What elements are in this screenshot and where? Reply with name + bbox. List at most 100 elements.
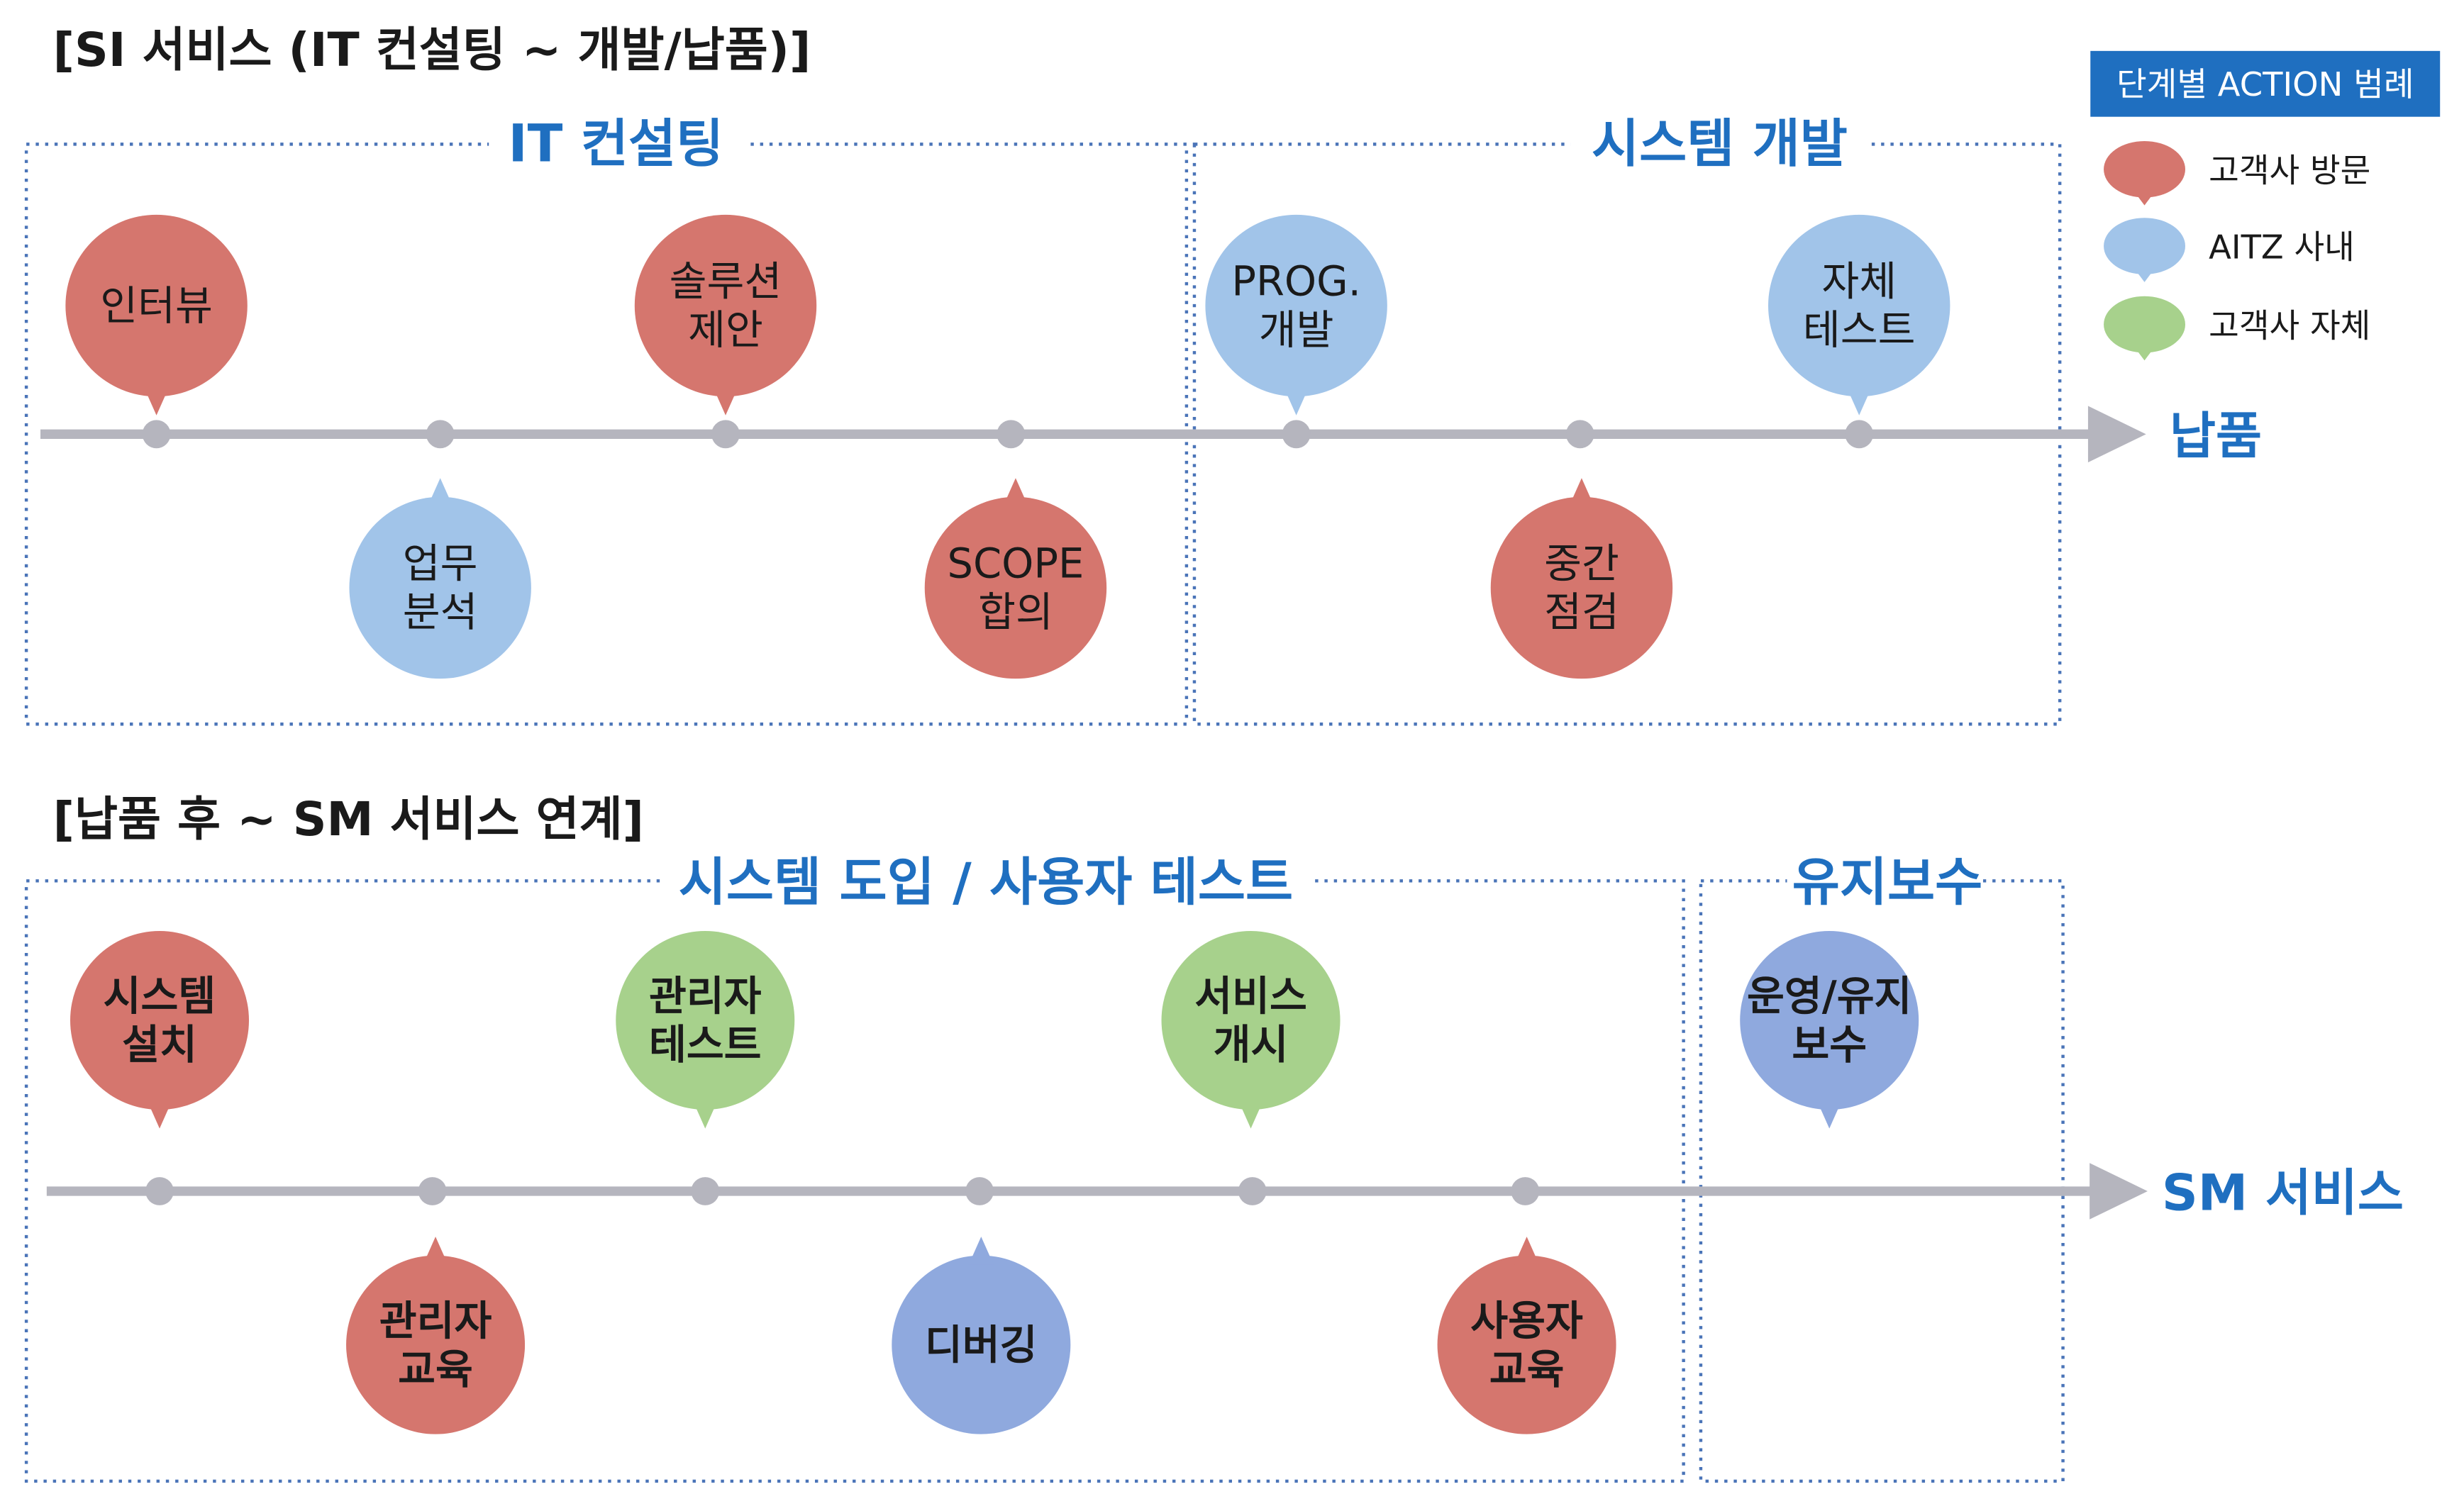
bubble-label: 개시 xyxy=(1214,1021,1289,1069)
legend-label: AITZ 사내 xyxy=(2209,228,2355,267)
bubble-pointer xyxy=(1816,1100,1842,1129)
legend-item: 고객사 자체 xyxy=(2104,296,2370,361)
legend-label: 고객사 자체 xyxy=(2209,306,2370,345)
bubble-label: 제안 xyxy=(688,306,763,354)
bubble-label: 합의 xyxy=(978,589,1053,636)
legend-title: 단계별 ACTION 범례 xyxy=(2116,65,2414,104)
bubble-circle xyxy=(634,214,817,397)
legend-swatch xyxy=(2104,296,2185,353)
timeline-1-dots xyxy=(142,420,1874,449)
timeline-dot xyxy=(142,420,171,449)
timeline-dot xyxy=(691,1177,720,1205)
bubble-label: 교육 xyxy=(1489,1346,1565,1393)
legend-header xyxy=(2090,50,2441,117)
bubble-label: 테스트 xyxy=(1803,306,1916,354)
action-bubble: 인터뷰 xyxy=(65,214,248,416)
phase-box-system-introduction xyxy=(24,879,1685,1483)
bubble-label: 테스트 xyxy=(649,1021,762,1069)
bubble-circle xyxy=(1161,931,1341,1110)
bubble-circle xyxy=(924,496,1107,679)
bubble-pointer xyxy=(1514,1237,1540,1265)
bubble-circle xyxy=(1768,214,1950,397)
timeline-dot xyxy=(1511,1177,1540,1205)
bubble-pointer xyxy=(1003,478,1028,506)
bubble-label: 인터뷰 xyxy=(100,282,213,330)
bubble-label: 시스템 xyxy=(104,973,216,1020)
section2-title: [납품 후 ~ SM 서비스 연계] xyxy=(53,791,644,847)
bubble-label: 서비스 xyxy=(1194,973,1307,1020)
bubble-pointer xyxy=(713,387,738,416)
phase-label-system-development: 시스템 개발 xyxy=(1592,114,1848,174)
bubble-pointer xyxy=(147,1100,172,1129)
timeline-dot xyxy=(1238,1177,1267,1205)
bubble-label: 개발 xyxy=(1259,306,1334,354)
phase-label-bg-1 xyxy=(489,113,748,176)
phase-label-bg-2 xyxy=(1570,113,1869,176)
bubble-pointer xyxy=(692,1100,718,1129)
end-label-sm-service: SM 서비스 xyxy=(2162,1164,2404,1222)
action-bubble: PROG.개발 xyxy=(1205,214,1387,416)
bubble-pointer xyxy=(143,387,170,416)
phase-label-it-consulting: IT 컨설팅 xyxy=(508,114,723,174)
bubble-pointer xyxy=(1283,387,1309,416)
legend-swatch-pointer xyxy=(2135,269,2154,282)
bubble-pointer xyxy=(1569,478,1594,506)
legend-label: 고객사 방문 xyxy=(2209,151,2370,189)
bubble-circle xyxy=(65,214,248,397)
bubble-pointer xyxy=(1846,387,1872,416)
bubble-label: 관리자 xyxy=(649,973,762,1020)
bubble-label: 디버깅 xyxy=(925,1322,1038,1369)
legend-swatch-pointer xyxy=(2135,347,2154,361)
bubble-label: 사용자 xyxy=(1470,1297,1583,1344)
bubble-pointer xyxy=(428,478,453,506)
bubble-label: 솔루션 xyxy=(670,258,782,306)
timeline-dot xyxy=(426,420,455,449)
bubble-label: PROG. xyxy=(1231,258,1361,306)
bubble-label: 업무 xyxy=(403,540,478,588)
bubble-circle xyxy=(1740,931,1919,1110)
legend-swatch xyxy=(2104,140,2185,198)
bubble-label: 관리자 xyxy=(379,1297,492,1344)
action-bubble: 디버깅 xyxy=(892,1237,1071,1434)
phase-label-bg-4 xyxy=(1787,849,1983,913)
bubble-label: 분석 xyxy=(403,589,478,636)
bubble-circle xyxy=(1437,1255,1616,1434)
bubble-label: SCOPE xyxy=(948,540,1084,588)
bubble-circle xyxy=(70,931,249,1110)
bubble-pointer xyxy=(968,1237,994,1265)
bubble-label: 중간 xyxy=(1544,540,1619,588)
bubble-label: 보수 xyxy=(1792,1021,1867,1069)
legend-swatch-pointer xyxy=(2135,192,2154,206)
timeline-2-arrow xyxy=(2090,1163,2148,1220)
section1-title: [SI 서비스 (IT 컨설팅 ~ 개발/납품)] xyxy=(53,22,811,77)
timeline-dot xyxy=(1282,420,1311,449)
end-label-delivery: 납품 xyxy=(2170,406,2262,465)
legend-item: 고객사 방문 xyxy=(2104,140,2370,206)
action-bubble: 운영/유지보수 xyxy=(1740,931,1919,1129)
timeline-dot xyxy=(418,1177,447,1205)
legend-swatch xyxy=(2104,218,2185,274)
timeline-1-arrow xyxy=(2087,406,2146,463)
timeline-2-dots xyxy=(145,1177,1540,1205)
timeline-dot xyxy=(1565,420,1594,449)
phase-label-maintenance: 유지보수 xyxy=(1792,852,1982,913)
timeline-dot xyxy=(711,420,740,449)
bubble-label: 운영/유지 xyxy=(1747,973,1911,1020)
legend-item: AITZ 사내 xyxy=(2104,218,2355,282)
bubble-label: 점검 xyxy=(1544,589,1619,636)
phase-label-bg-3 xyxy=(661,849,1312,913)
bubble-circle xyxy=(1205,214,1387,397)
